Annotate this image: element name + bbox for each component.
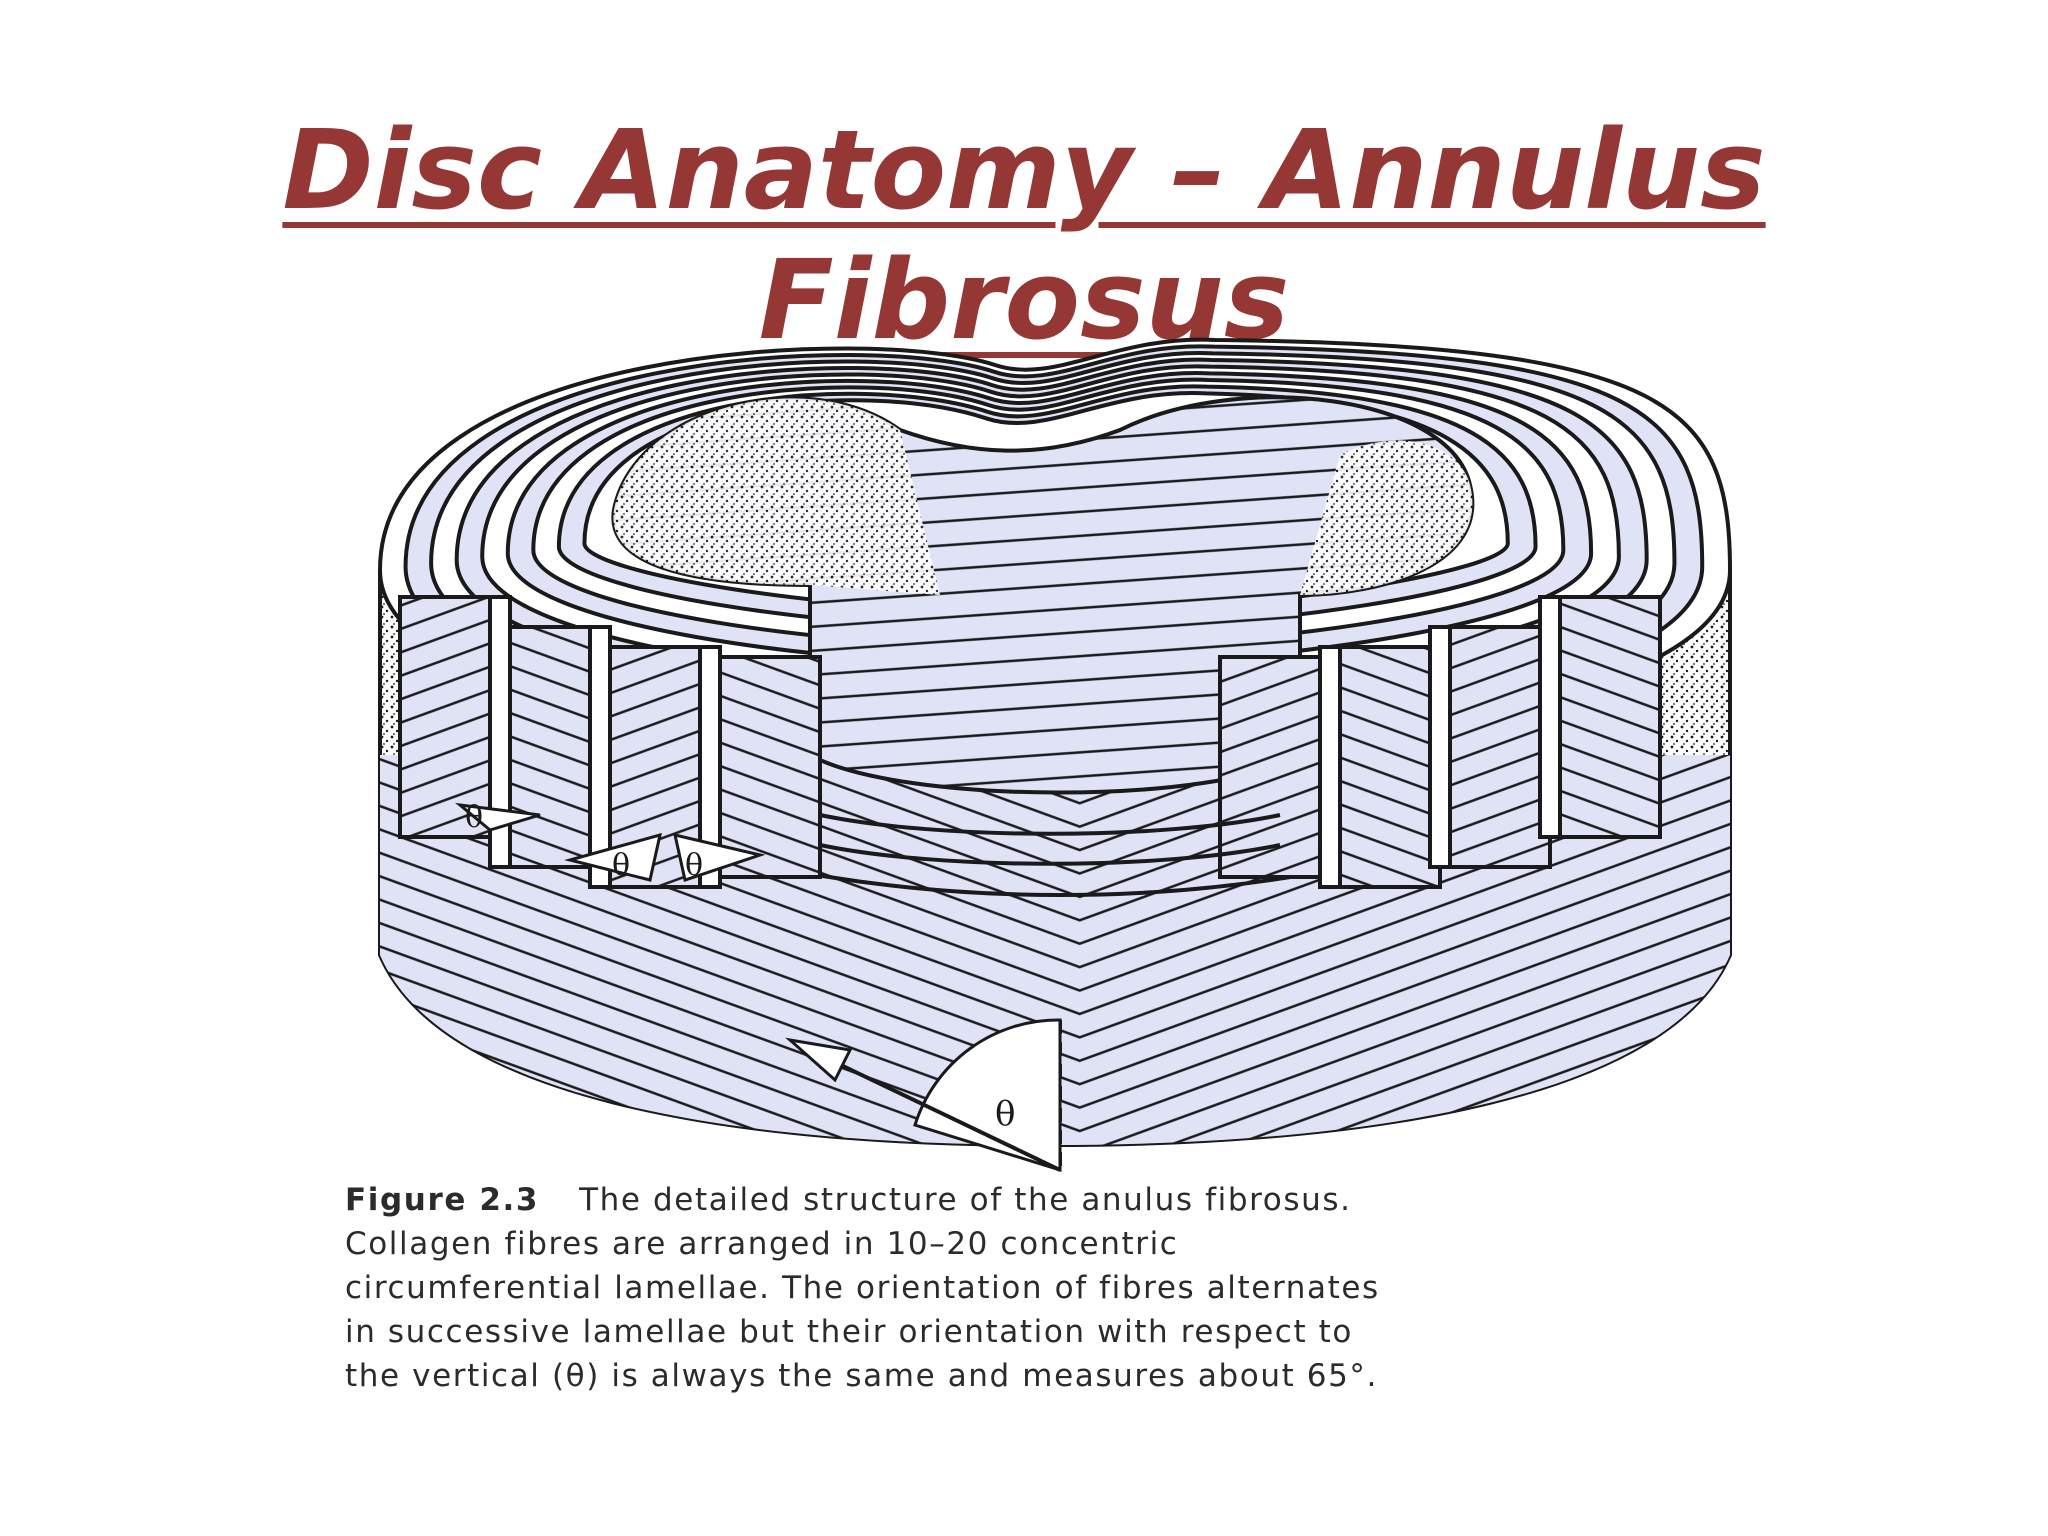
slide-title: Disc Anatomy – Annulus Fibrosus (282, 106, 1766, 364)
theta-marker-1: θ (455, 800, 541, 835)
theta-angle-front: θ (785, 1018, 1062, 1173)
theta-label: θ (685, 848, 703, 883)
theta-label: θ (995, 1094, 1015, 1134)
lamella-cut-sections (398, 595, 1662, 889)
caption-line-2: Collagen fibres are arranged in 10–20 co… (345, 1226, 1179, 1262)
annulus-fibrosus-illustration: θ θ θ θ (340, 335, 1770, 1175)
caption-line-5: the vertical (θ) is always the same and … (345, 1358, 1378, 1394)
theta-marker-2: θ (564, 832, 663, 883)
caption-line-3: circumferential lamellae. The orientatio… (345, 1270, 1380, 1306)
theta-label: θ (465, 800, 483, 835)
caption-line-4: in successive lamellae but their orienta… (345, 1314, 1353, 1350)
theta-marker-3: θ (673, 832, 766, 883)
theta-label: θ (612, 848, 630, 883)
figure-label: Figure 2.3 (345, 1182, 540, 1218)
